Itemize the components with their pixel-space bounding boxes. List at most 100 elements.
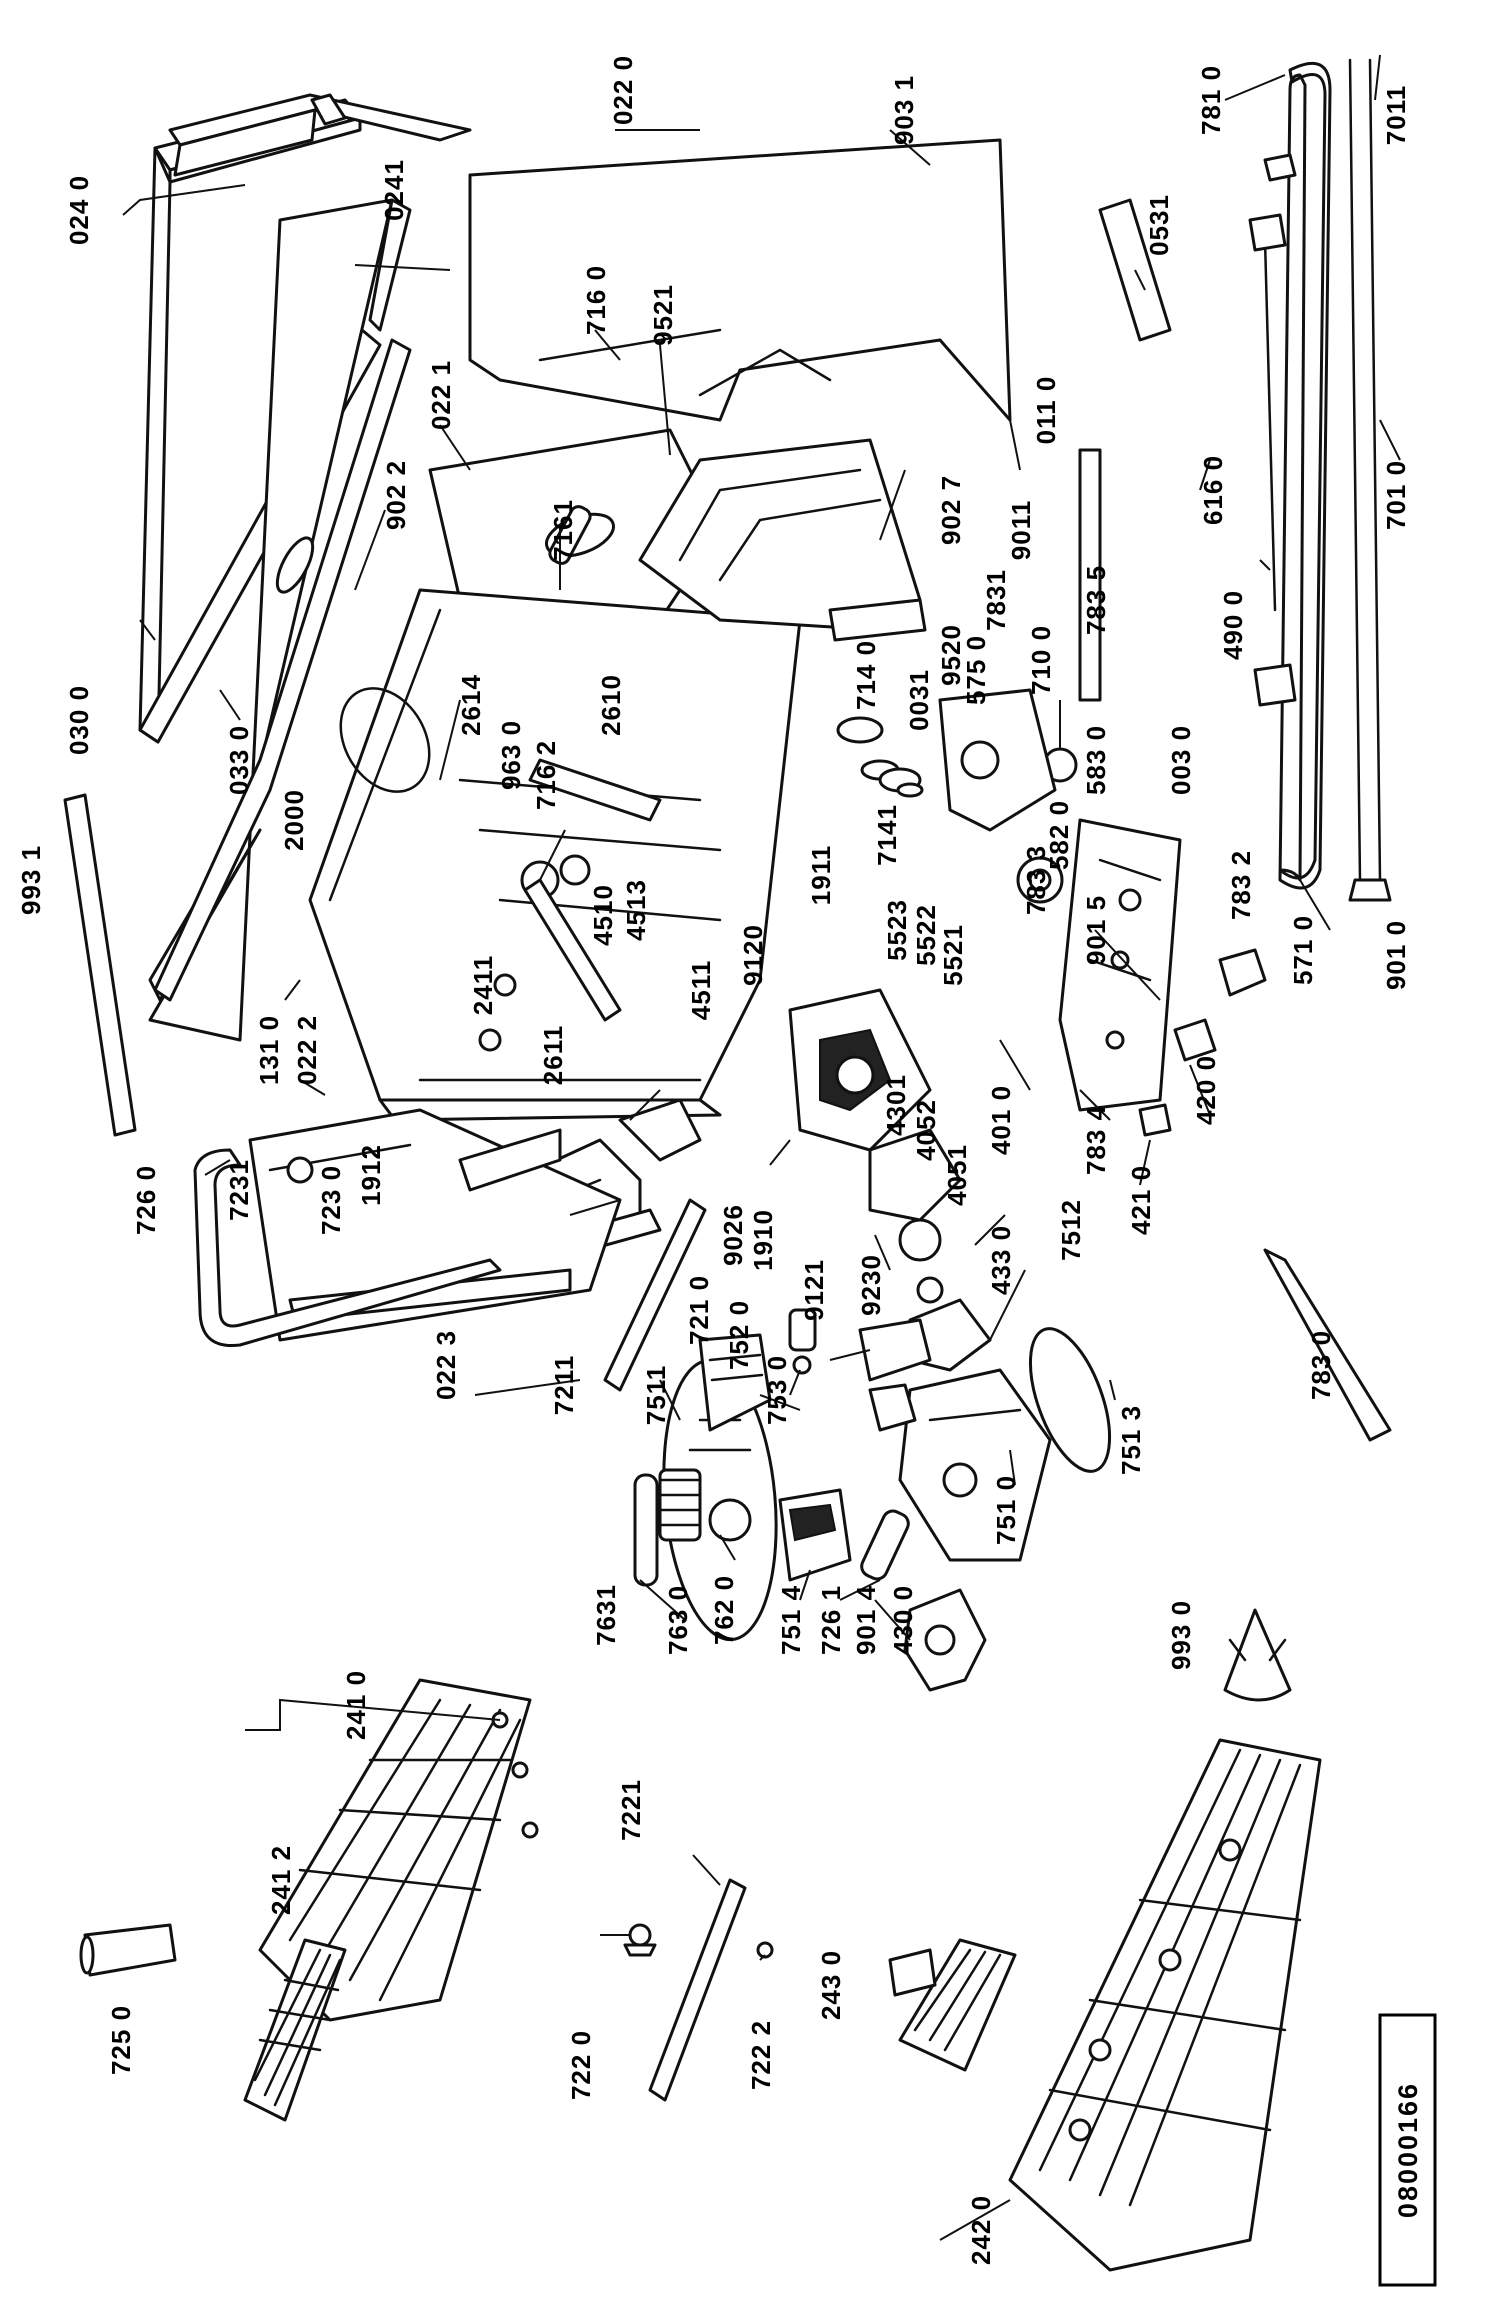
label-2000: 2000: [279, 789, 309, 851]
label-4052: 4052: [911, 1099, 941, 1161]
label-4200: 420 0: [1191, 1055, 1221, 1125]
drawing-number-box: 08000166: [1378, 2013, 1437, 2287]
label-0241: 0241: [379, 159, 409, 221]
label-7810: 781 0: [1196, 65, 1226, 135]
label-7511: 7511: [641, 1365, 671, 1425]
water-valve-5710: [1218, 948, 1267, 997]
label-7162: 716 2: [531, 740, 561, 810]
label-7100: 710 0: [1026, 625, 1056, 695]
label-1911: 1911: [806, 845, 836, 905]
label-9230: 9230: [856, 1254, 886, 1316]
spray-arm-7221: [648, 1878, 747, 2102]
tube-7830: [1263, 1248, 1392, 1442]
label-4330: 433 0: [986, 1225, 1016, 1295]
label-7835: 783 5: [1081, 565, 1111, 635]
filter-plate-7620: [662, 1358, 778, 1642]
label-0222: 022 2: [292, 1015, 322, 1085]
label-7530: 753 0: [762, 1355, 792, 1425]
part-labels: 024 0 0241 022 0 903 1 781 0 7011 716 0 …: [16, 55, 1411, 2265]
filter-7530: [858, 1318, 932, 1432]
label-4010: 401 0: [986, 1085, 1016, 1155]
label-7231: 7231: [224, 1159, 254, 1221]
label-1910: 1910: [748, 1209, 778, 1271]
cutlery-basket-2430: [888, 1938, 1017, 2072]
label-5521: 5521: [938, 924, 968, 986]
strip-9931: [63, 793, 137, 1137]
label-7831: 7831: [981, 569, 1011, 631]
label-9027: 902 7: [936, 475, 966, 545]
nut-7222: [756, 1941, 774, 1959]
pressure-switch-5820: [1016, 856, 1064, 904]
sump-7510: [898, 1368, 1052, 1562]
label-7514: 751 4: [776, 1585, 806, 1655]
handle-7260: [193, 1148, 502, 1348]
front-panel-0220: [468, 138, 1012, 422]
label-7830: 783 0: [1306, 1330, 1336, 1400]
pump-housing-4301: [868, 1128, 962, 1304]
label-7250: 725 0: [106, 2005, 136, 2075]
label-7261: 726 1: [816, 1585, 846, 1655]
label-7211: 7211: [549, 1355, 579, 1415]
label-0221: 022 1: [426, 360, 456, 430]
dispenser-7100: [938, 688, 1057, 832]
label-7520: 752 0: [724, 1300, 754, 1370]
handle-frame-0223: [248, 1108, 622, 1342]
drain-pipe-7010: [1348, 58, 1392, 902]
label-7160: 716 0: [581, 265, 611, 335]
label-2411: 2411: [468, 955, 498, 1015]
label-0531: 0531: [1144, 194, 1174, 256]
label-7833: 783 3: [1021, 845, 1051, 915]
label-7630: 763 0: [663, 1585, 693, 1655]
label-9014: 901 4: [851, 1585, 881, 1655]
label-7230: 723 0: [316, 1165, 346, 1235]
label-2610: 2610: [596, 674, 626, 736]
label-7834: 783 4: [1081, 1105, 1111, 1175]
label-4051: 4051: [942, 1144, 972, 1206]
label-4300: 430 0: [888, 1585, 918, 1655]
cutlery-grid-2412: [243, 1938, 347, 2122]
label-0030: 003 0: [1166, 725, 1196, 795]
label-4301: 4301: [881, 1074, 911, 1136]
label-2430: 243 0: [816, 1950, 846, 2020]
label-2410: 241 0: [341, 1670, 371, 1740]
drawing-number: 08000166: [1393, 2082, 1423, 2218]
leader-lines: [122, 54, 1401, 2241]
label-4900: 490 0: [1218, 590, 1248, 660]
label-0110: 011 0: [1031, 376, 1061, 445]
label-7210: 721 0: [684, 1275, 714, 1345]
label-4511: 4511: [686, 960, 716, 1020]
label-4210: 421 0: [1126, 1165, 1156, 1235]
label-7141: 7141: [872, 804, 902, 866]
label-9520: 9520: [936, 624, 966, 686]
knob-7230: [286, 1156, 314, 1184]
label-0223: 022 3: [431, 1330, 461, 1400]
label-9011: 9011: [1006, 500, 1036, 560]
rinse-cap-7250: [79, 1923, 177, 1977]
hinge-bracket-9027: [638, 438, 927, 642]
label-9930: 993 0: [1166, 1600, 1196, 1670]
cylinder-7261: [860, 1509, 910, 1581]
seal-ring-7631: [633, 1473, 659, 1587]
label-9010: 901 0: [1381, 920, 1411, 990]
label-7513: 751 3: [1116, 1405, 1146, 1475]
label-5522: 5522: [911, 904, 941, 966]
label-7631: 7631: [591, 1584, 621, 1646]
component-4210: [1138, 1103, 1172, 1137]
label-0220: 022 0: [608, 55, 638, 125]
grid-panel-7511: [698, 1333, 772, 1432]
label-9026: 9026: [718, 1204, 748, 1266]
lower-rack-2420: [1008, 1738, 1322, 2272]
label-0031: 0031: [904, 669, 934, 731]
label-2611: 2611: [538, 1025, 568, 1085]
valve-7520: [788, 1308, 817, 1375]
tub-assembly-2000: [308, 588, 802, 1122]
label-7140: 714 0: [851, 640, 881, 710]
label-7010: 701 0: [1381, 460, 1411, 530]
label-9022: 902 2: [381, 460, 411, 530]
filter-cup-7514: [778, 1488, 852, 1582]
gasket-7513: [1028, 1327, 1112, 1473]
label-4510: 4510: [588, 884, 618, 946]
label-5820: 582 0: [1044, 800, 1074, 870]
heater-unit-4300: [903, 1588, 987, 1692]
